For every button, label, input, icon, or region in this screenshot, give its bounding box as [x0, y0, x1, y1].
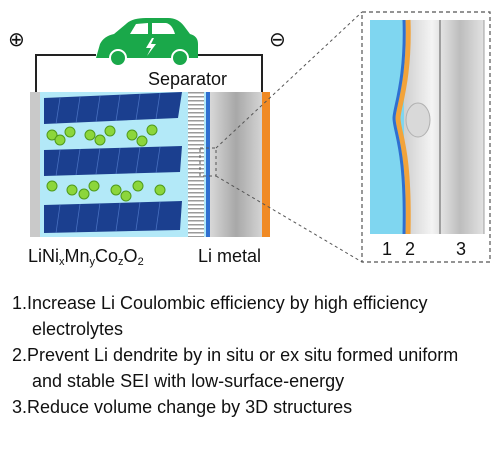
cathode-current-collector	[30, 92, 40, 237]
zoom-inset	[361, 11, 491, 263]
battery-schematic-graphic	[30, 11, 491, 263]
strategy-item-2: 2.Prevent Li dendrite by in situ or ex s…	[12, 345, 459, 391]
positive-terminal-icon: ⊕	[8, 29, 25, 51]
battery-schematic: ⊕ ⊖ Separator LiNixMnyCozO2 Li metal 1 2…	[8, 11, 491, 268]
separator	[188, 92, 204, 237]
cathode-label: LiNixMnyCozO2	[28, 246, 144, 268]
zoom-layer-label-2: 2	[405, 239, 416, 259]
strategy-item-3: 3.Reduce volume change by 3D structures	[12, 397, 353, 417]
strategy-list: 1.Increase Li Coulombic efficiency by hi…	[12, 290, 492, 420]
lithium-ions	[46, 124, 166, 202]
cathode-layers	[44, 92, 182, 234]
strategy-item-1: 1.Increase Li Coulombic efficiency by hi…	[12, 293, 428, 339]
anode-label: Li metal	[198, 246, 262, 266]
zoom-layer-label-1: 1	[382, 239, 393, 259]
anode-current-collector	[262, 92, 270, 237]
sei-layer	[206, 92, 210, 237]
zoom-layer-label-3: 3	[456, 239, 467, 259]
electric-car-icon	[96, 18, 198, 67]
lithium-metal-anode	[210, 92, 262, 237]
separator-label: Separator	[148, 69, 228, 89]
negative-terminal-icon: ⊖	[269, 29, 286, 51]
circuit-wires	[35, 54, 263, 92]
zoom-indicator	[199, 11, 363, 263]
